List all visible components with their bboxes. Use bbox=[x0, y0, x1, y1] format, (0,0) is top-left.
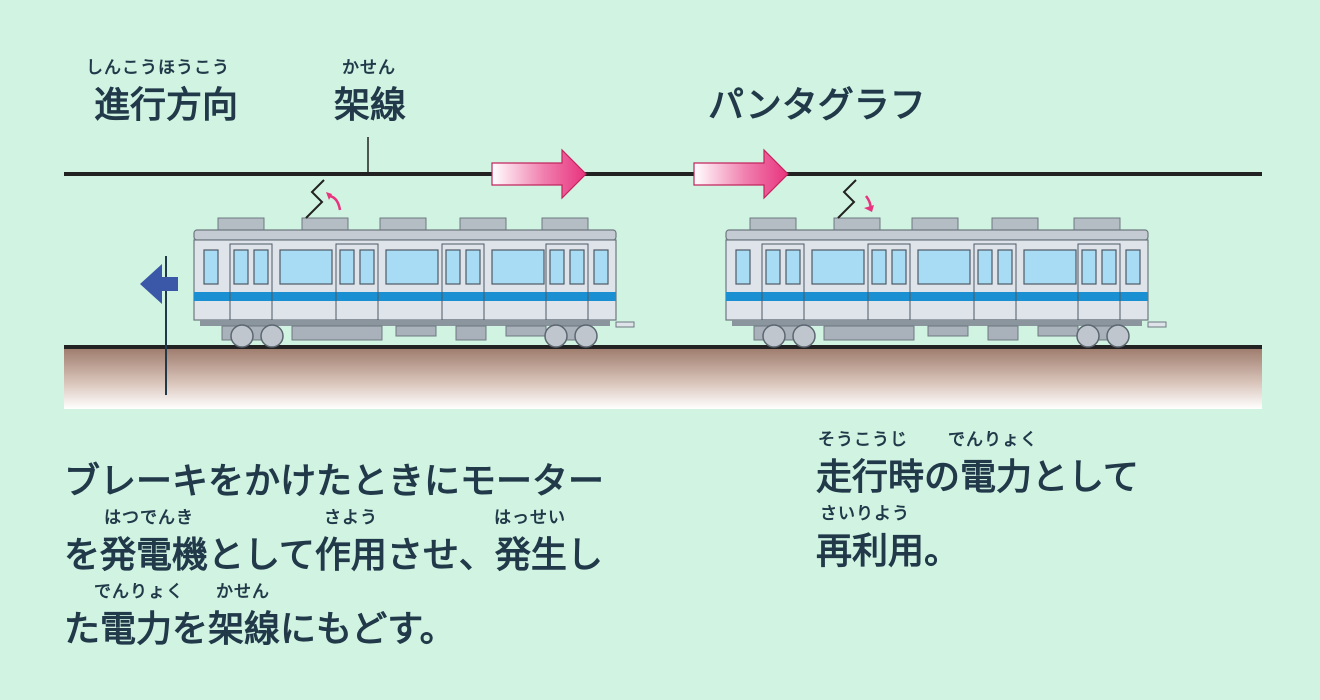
left-ruby-hatsudenki: はつでんき bbox=[104, 508, 194, 528]
left-ruby-denryoku: でんりょく bbox=[94, 582, 184, 602]
current-arrow-1 bbox=[491, 148, 587, 200]
ground bbox=[64, 349, 1262, 409]
direction-arrow bbox=[140, 264, 178, 304]
current-arrow-2 bbox=[693, 148, 789, 200]
left-ruby-hassei: はっせい bbox=[494, 508, 566, 528]
left-ruby-kasen: かせん bbox=[216, 582, 270, 602]
current-down-arrowhead bbox=[864, 205, 874, 212]
left-text-line-3: た電力を架線にもどす。 bbox=[64, 609, 456, 650]
right-text-line-2: 再利用。 bbox=[816, 531, 961, 572]
overhead-wire bbox=[64, 172, 1262, 176]
train-car-right bbox=[725, 217, 1167, 348]
direction-ruby: しんこうほうこう bbox=[86, 58, 230, 78]
current-up-arrow bbox=[329, 194, 342, 211]
current-up-arrowhead bbox=[326, 192, 332, 200]
direction-label: 進行方向 bbox=[94, 85, 239, 126]
pantograph-right bbox=[837, 179, 857, 219]
overhead-line-ruby: かせん bbox=[342, 58, 396, 78]
right-ruby-denryoku: でんりょく bbox=[948, 430, 1038, 450]
right-text-line-1: 走行時の電力として bbox=[816, 457, 1139, 498]
left-text-line-1: ブレーキをかけたときにモーター bbox=[64, 461, 605, 502]
right-ruby-soukouji: そうこうじ bbox=[818, 430, 908, 450]
rail bbox=[64, 345, 1262, 349]
train-car-left bbox=[193, 217, 635, 348]
right-ruby-sairiyou: さいりよう bbox=[820, 504, 910, 524]
pantograph-left bbox=[305, 179, 325, 219]
overhead-line-label: 架線 bbox=[334, 85, 407, 126]
left-text-line-2: を発電機として作用させ、発生し bbox=[64, 535, 603, 576]
pantograph-label: パンタグラフ bbox=[708, 85, 926, 126]
left-ruby-sayou: さよう bbox=[324, 508, 378, 528]
